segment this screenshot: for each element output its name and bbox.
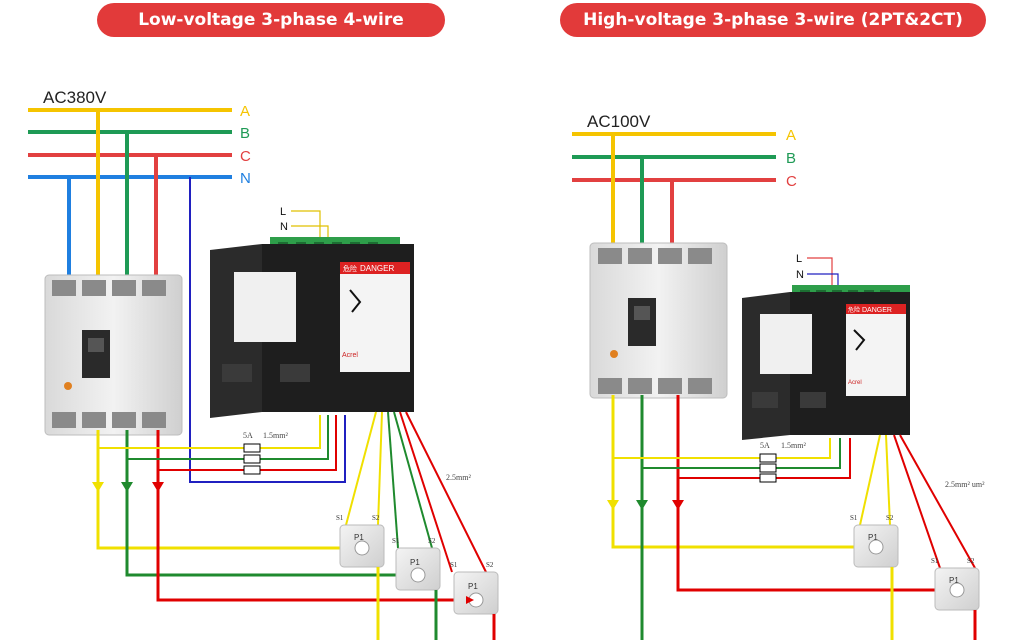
right-phase-a-label: A: [786, 127, 796, 144]
left-aux-n: N: [280, 221, 288, 233]
left-phase-c-label: C: [240, 148, 251, 165]
left-wire-ct: 2.5mm²: [446, 473, 471, 482]
right-fuse-c: [759, 473, 777, 483]
svg-text:S2: S2: [428, 537, 436, 545]
svg-text:S1: S1: [392, 537, 400, 545]
svg-text:S1: S1: [450, 561, 458, 569]
left-ct-b: S1 S2 P1: [392, 537, 441, 591]
left-source-label: AC380V: [43, 88, 107, 107]
right-fuse-a: [759, 453, 777, 463]
left-fuse-c: [243, 465, 261, 475]
svg-text:P1: P1: [949, 576, 959, 585]
right-wire-ct: 2.5mm² um²: [945, 480, 985, 489]
left-meter-warning: 危险: [343, 264, 357, 273]
right-wire-small: 1.5mm²: [781, 441, 806, 450]
right-ct-c: S1 S2 P1: [931, 557, 980, 611]
left-fuse-b: [243, 454, 261, 464]
right-meter-danger: DANGER: [862, 307, 892, 314]
right-diagram-title: High-voltage 3-phase 3-wire (2PT&2CT): [560, 3, 986, 37]
right-meter-brand: Acrel: [848, 380, 862, 386]
left-meter-brand: Acrel: [342, 352, 358, 359]
left-aux-l: L: [280, 206, 286, 218]
right-fuse-rating: 5A: [760, 441, 770, 450]
right-ct-a: S1 S2 P1: [850, 514, 899, 568]
left-ct-a: S1 S2 P1: [336, 514, 385, 568]
svg-text:S1: S1: [336, 514, 344, 522]
right-source-label: AC100V: [587, 112, 651, 131]
right-diagram: AC100V A B C: [572, 112, 985, 640]
left-meter-danger: DANGER: [360, 264, 394, 273]
svg-text:S2: S2: [372, 514, 380, 522]
right-meter-warning: 危险: [848, 306, 860, 314]
svg-text:P1: P1: [354, 533, 364, 542]
left-fuse-rating: 5A: [243, 431, 253, 440]
left-phase-a-label: A: [240, 103, 250, 120]
svg-text:S2: S2: [886, 514, 894, 522]
right-circuit-breaker: [589, 242, 728, 399]
svg-text:S1: S1: [931, 557, 939, 565]
right-aux-n: N: [796, 269, 804, 281]
svg-text:P1: P1: [468, 582, 478, 591]
right-power-meter: DANGER 危险 Acrel: [742, 285, 910, 440]
left-phase-n-label: N: [240, 170, 251, 187]
left-ct-c: S1 S2 P1: [450, 561, 499, 615]
svg-text:P1: P1: [868, 533, 878, 542]
left-phase-b-label: B: [240, 125, 250, 142]
svg-text:S1: S1: [850, 514, 858, 522]
right-aux-l: L: [796, 253, 802, 265]
left-circuit-breaker: [44, 274, 183, 436]
left-fuse-a: [243, 443, 261, 453]
svg-text:S2: S2: [486, 561, 494, 569]
right-phase-b-label: B: [786, 150, 796, 167]
left-diagram: AC380V A B C N: [28, 88, 499, 640]
right-fuse-b: [759, 463, 777, 473]
left-diagram-title: Low-voltage 3-phase 4-wire: [97, 3, 445, 37]
svg-text:P1: P1: [410, 558, 420, 567]
left-power-meter: DANGER 危险 Acrel: [210, 237, 414, 418]
svg-text:S2: S2: [967, 557, 975, 565]
right-phase-c-label: C: [786, 173, 797, 190]
left-wire-small: 1.5mm²: [263, 431, 288, 440]
